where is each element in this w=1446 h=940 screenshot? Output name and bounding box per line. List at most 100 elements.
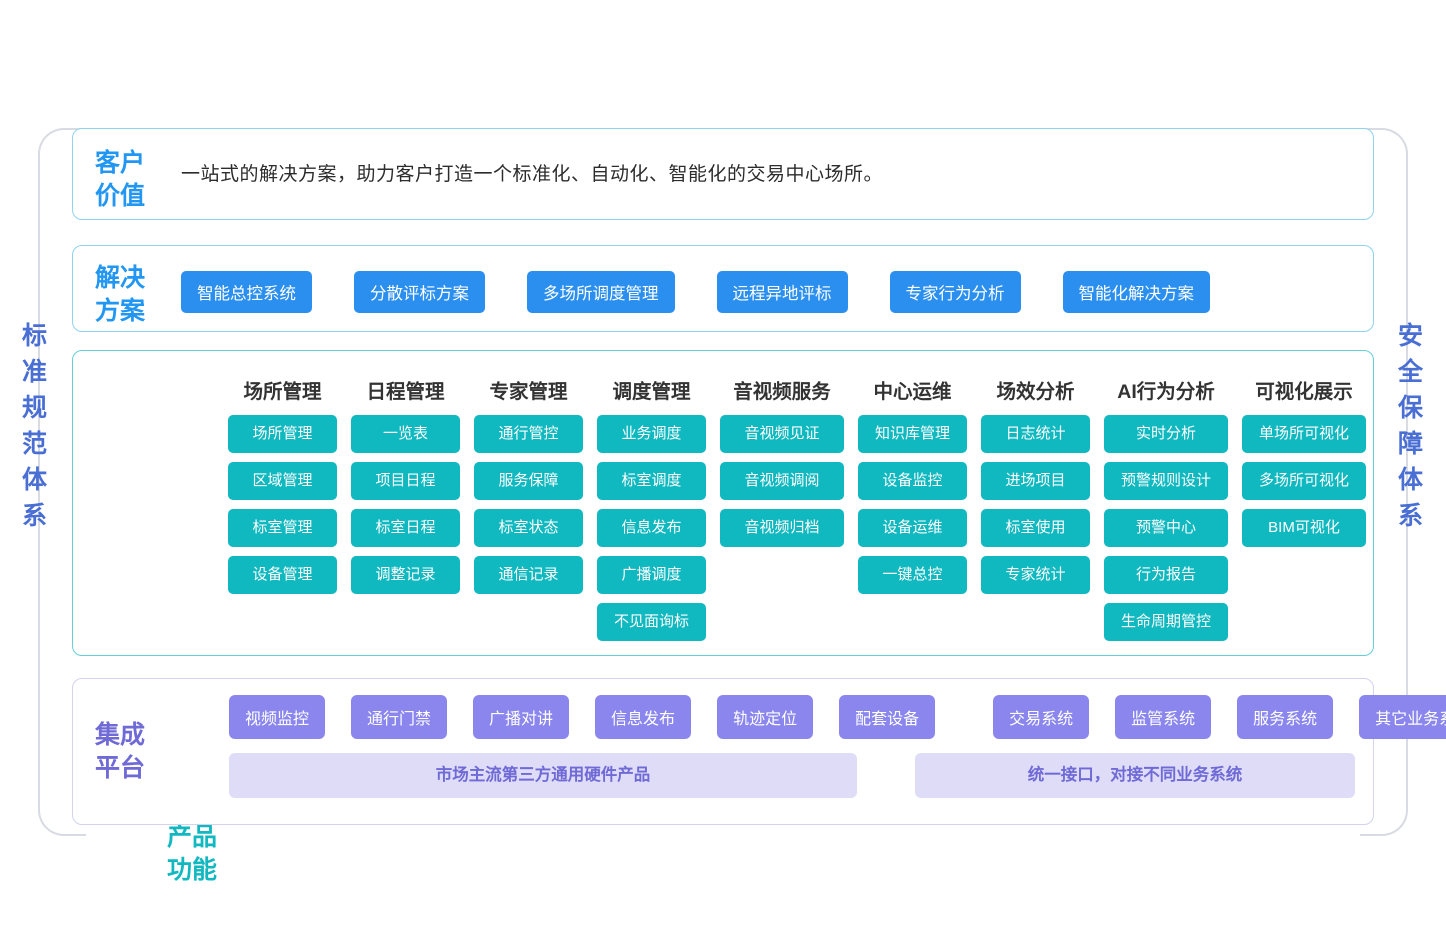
product-function-cell[interactable]: 单场所可视化 [1242,415,1366,453]
integration-content: 视频监控通行门禁广播对讲信息发布轨迹定位配套设备 交易系统监管系统服务系统其它业… [229,695,1446,798]
side-label-security: 安全保障体系 [1394,318,1428,534]
product-function-cell[interactable]: 知识库管理 [858,415,967,453]
product-function-panel: 产品 功能 场所管理场所管理区域管理标室管理设备管理日程管理一览表项目日程标室日… [72,350,1374,884]
side-label-char: 范 [21,430,48,458]
product-column: 音视频服务音视频见证音视频调阅音视频归档 [720,375,844,650]
product-function-cell[interactable]: 日志统计 [981,415,1090,453]
hardware-chip[interactable]: 视频监控 [229,695,326,739]
solution-label-line1: 解决 [95,264,146,292]
product-column-header: 音视频服务 [733,381,831,403]
integration-bar-row: 市场主流第三方通用硬件产品 统一接口，对接不同业务系统 [229,753,1355,798]
side-label-char: 系 [1397,502,1424,530]
customer-value-text: 一站式的解决方案，助力客户打造一个标准化、自动化、智能化的交易中心场所。 [181,164,884,185]
solution-label: 解决 方案 [95,262,159,328]
product-column-header: AI行为分析 [1117,381,1215,403]
solution-chip[interactable]: 智能化解决方案 [1062,271,1210,313]
product-function-cell[interactable]: 生命周期管控 [1104,603,1228,641]
product-function-cell[interactable]: 预警规则设计 [1104,462,1228,500]
side-label-char: 体 [1397,466,1424,494]
solution-panel: 解决 方案 智能总控系统分散评标方案多场所调度管理远程异地评标专家行为分析智能化… [72,245,1374,332]
product-column: 日程管理一览表项目日程标室日程调整记录 [351,375,460,650]
hardware-chip[interactable]: 通行门禁 [351,695,448,739]
hardware-chip[interactable]: 广播对讲 [473,695,570,739]
product-column-header: 中心运维 [873,381,952,403]
product-function-cell[interactable]: 信息发布 [597,509,706,547]
product-function-cell[interactable]: 服务保障 [474,462,583,500]
hardware-summary-bar: 市场主流第三方通用硬件产品 [229,753,858,798]
product-function-cell[interactable]: 广播调度 [597,556,706,594]
product-function-cell[interactable]: 项目日程 [351,462,460,500]
product-function-cell[interactable]: 设备运维 [858,509,967,547]
side-label-char: 保 [1397,394,1424,422]
side-label-char: 系 [21,502,48,530]
product-function-cell[interactable]: 一键总控 [858,556,967,594]
product-column-header: 调度管理 [612,381,691,403]
product-function-cell[interactable]: 实时分析 [1104,415,1228,453]
product-function-cell[interactable]: 专家统计 [981,556,1090,594]
product-function-cell[interactable]: 场所管理 [228,415,337,453]
product-function-cell[interactable]: 标室使用 [981,509,1090,547]
product-function-cell[interactable]: 音视频调阅 [720,462,844,500]
product-function-cell[interactable]: 音视频归档 [720,509,844,547]
product-function-cell[interactable]: 预警中心 [1104,509,1228,547]
product-column-header: 可视化展示 [1255,381,1353,403]
product-label-line2: 功能 [167,856,218,884]
product-column-header: 场效分析 [996,381,1075,403]
side-label-char: 准 [21,358,48,386]
solution-chip[interactable]: 远程异地评标 [716,271,848,313]
product-function-cell[interactable]: 标室日程 [351,509,460,547]
customer-value-label-line1: 客户 [95,149,146,177]
system-chip[interactable]: 服务系统 [1237,695,1334,739]
product-column: 场效分析日志统计进场项目标室使用专家统计 [981,375,1090,650]
solution-chip[interactable]: 智能总控系统 [181,271,312,313]
solution-chip[interactable]: 分散评标方案 [354,271,485,313]
product-function-label: 产品 功能 [167,821,231,887]
side-label-standards: 标准规范体系 [18,318,52,534]
product-function-cell[interactable]: 音视频见证 [720,415,844,453]
system-chip-group: 交易系统监管系统服务系统其它业务系统 [993,695,1446,739]
hardware-chip[interactable]: 信息发布 [595,695,692,739]
product-function-cell[interactable]: BIM可视化 [1242,509,1366,547]
product-function-cell[interactable]: 调整记录 [351,556,460,594]
product-column-header: 专家管理 [489,381,568,403]
product-function-cell[interactable]: 行为报告 [1104,556,1228,594]
product-column: AI行为分析实时分析预警规则设计预警中心行为报告生命周期管控 [1104,375,1228,650]
side-label-char: 标 [21,322,48,350]
product-column-grid: 场所管理场所管理区域管理标室管理设备管理日程管理一览表项目日程标室日程调整记录专… [228,375,1366,650]
system-chip[interactable]: 其它业务系统 [1359,695,1446,739]
right-bracket-rail [1360,128,1408,836]
system-chip[interactable]: 交易系统 [993,695,1090,739]
hardware-chip[interactable]: 轨迹定位 [717,695,814,739]
product-function-cell[interactable]: 不见面询标 [597,603,706,641]
product-function-cell[interactable]: 设备管理 [228,556,337,594]
solution-chip[interactable]: 专家行为分析 [889,271,1021,313]
product-function-cell[interactable]: 一览表 [351,415,460,453]
system-chip[interactable]: 监管系统 [1115,695,1212,739]
product-function-cell[interactable]: 多场所可视化 [1242,462,1366,500]
product-function-cell[interactable]: 标室状态 [474,509,583,547]
product-function-cell[interactable]: 业务调度 [597,415,706,453]
product-label-line1: 产品 [167,823,218,851]
product-column-header: 日程管理 [366,381,445,403]
side-label-char: 体 [21,466,48,494]
product-function-cell[interactable]: 通信记录 [474,556,583,594]
product-column-header: 场所管理 [243,381,322,403]
integration-chip-row: 视频监控通行门禁广播对讲信息发布轨迹定位配套设备 交易系统监管系统服务系统其它业… [229,695,1446,739]
product-function-cell[interactable]: 标室管理 [228,509,337,547]
product-function-cell[interactable]: 通行管控 [474,415,583,453]
product-function-cell[interactable]: 标室调度 [597,462,706,500]
product-function-cell[interactable]: 设备监控 [858,462,967,500]
hardware-chip[interactable]: 配套设备 [839,695,936,739]
solution-label-line2: 方案 [95,297,146,325]
product-column: 调度管理业务调度标室调度信息发布广播调度不见面询标 [597,375,706,650]
integration-platform-panel: 集成 平台 视频监控通行门禁广播对讲信息发布轨迹定位配套设备 交易系统监管系统服… [72,678,1446,825]
side-label-char: 全 [1397,358,1424,386]
solution-chip[interactable]: 多场所调度管理 [527,271,675,313]
product-function-cell[interactable]: 进场项目 [981,462,1090,500]
hardware-chip-group: 视频监控通行门禁广播对讲信息发布轨迹定位配套设备 [229,695,936,739]
product-function-cell[interactable]: 区域管理 [228,462,337,500]
side-label-char: 障 [1397,430,1424,458]
side-label-char: 安 [1397,322,1424,350]
product-column: 可视化展示单场所可视化多场所可视化 BIM可视化 [1242,375,1366,650]
